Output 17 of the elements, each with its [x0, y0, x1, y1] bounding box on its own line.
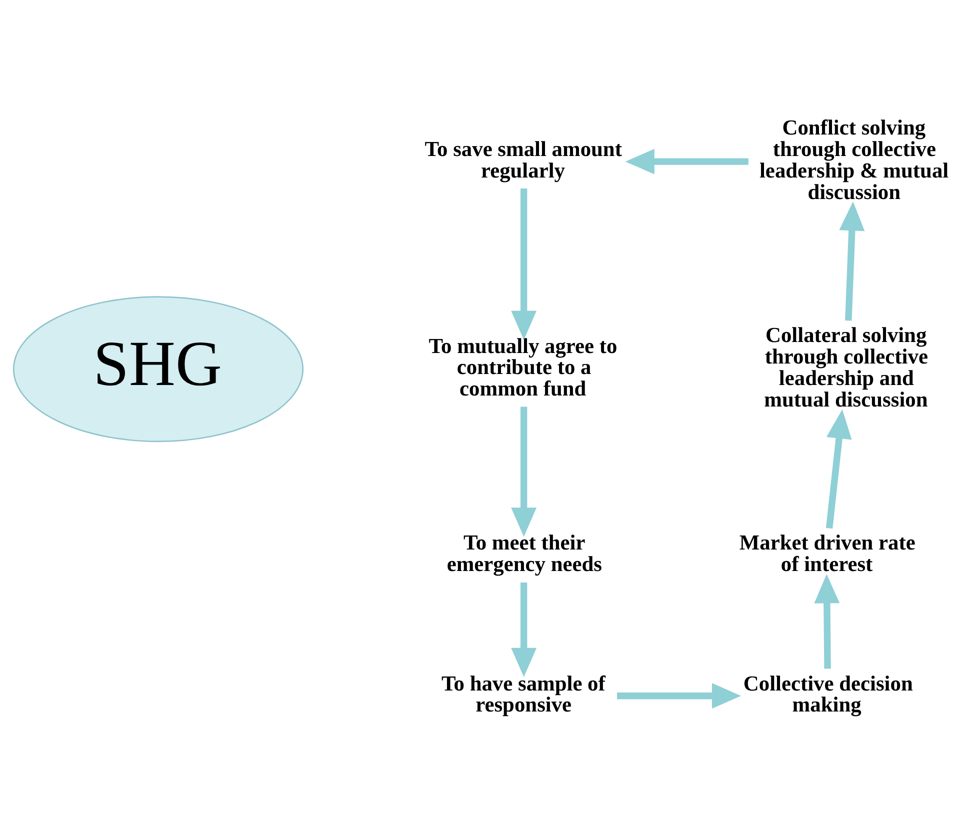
- node-text: Conflict solving through collective leadership & mutual discussion: [760, 116, 949, 204]
- arrow: [511, 406, 537, 537]
- node-text: To meet their emergency needs: [446, 530, 602, 576]
- node-text: Collateral solving through collective leadership and mutual discussion: [764, 323, 928, 412]
- arrow: [511, 582, 537, 678]
- node-ellipse: SHG: [12, 296, 304, 442]
- node-text: To mutually agree to contribute to a common fund: [428, 334, 618, 401]
- arrow: [826, 409, 852, 529]
- arrow: [814, 574, 840, 669]
- node-text: Market driven rate of interest: [739, 530, 916, 576]
- node-text: Collective decision making: [743, 671, 913, 717]
- arrow: [511, 188, 537, 340]
- arrow: [617, 683, 742, 709]
- node-text: To have sample of responsive: [441, 671, 606, 717]
- node-text: To save small amount regularly: [424, 136, 622, 182]
- arrow: [839, 202, 865, 321]
- arrow: [625, 148, 748, 174]
